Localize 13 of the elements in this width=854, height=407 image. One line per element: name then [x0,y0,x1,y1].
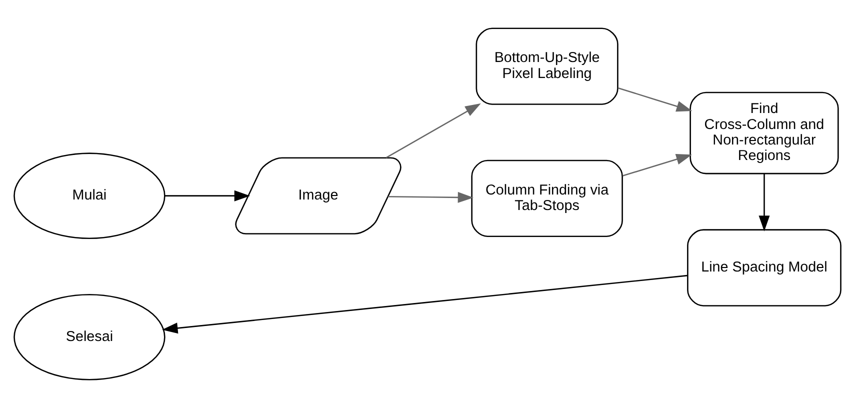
arrow [617,86,692,112]
arrow [385,102,480,158]
node-ellipse: Mulai [13,152,165,238]
arrow [164,190,250,201]
node-box: Find Cross-Column and Non-rectangular Regions [689,91,838,174]
arrow [162,274,687,334]
arrow [388,191,474,202]
node-box: Line Spacing Model [686,228,841,306]
node-box: Bottom-Up-Style Pixel Labeling [475,27,618,104]
node-ellipse: Selesai [13,293,165,380]
arrow [758,173,770,231]
arrow [622,153,692,176]
node-box: Column Finding via Tab-Stops [470,159,622,237]
